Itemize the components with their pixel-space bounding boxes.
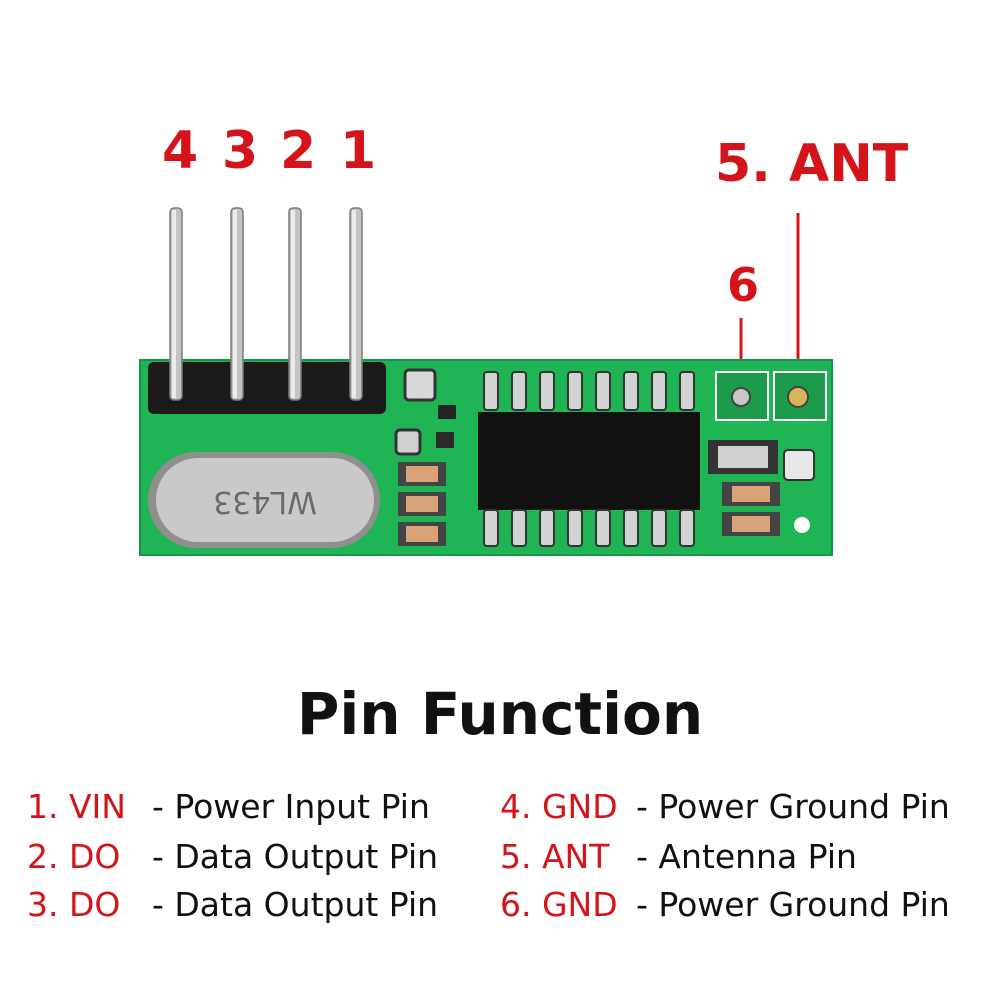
section-title: Pin Function	[296, 680, 704, 748]
crystal-marking: WL433	[213, 484, 317, 519]
legend-desc-row-5: - Antenna Pin	[636, 840, 857, 873]
legend-desc-row-6: - Power Ground Pin	[636, 888, 950, 921]
legend-code-2: 2. DO	[27, 837, 121, 876]
legend-row-1: 1. VIN	[27, 790, 126, 823]
legend-desc-6: - Power Ground Pin	[636, 885, 950, 924]
ic-chip	[478, 371, 700, 547]
legend-desc-row-1: - Power Input Pin	[152, 790, 430, 823]
legend-code-1: 1. VIN	[27, 787, 126, 826]
legend-desc-row-4: - Power Ground Pin	[636, 790, 950, 823]
legend-desc-1: - Power Input Pin	[152, 787, 430, 826]
legend-code-4: 4. GND	[500, 787, 618, 826]
legend-desc-4: - Power Ground Pin	[636, 787, 950, 826]
pin-number-4: 4	[162, 121, 199, 181]
legend-row-6: 6. GND	[500, 888, 618, 921]
ant-label: 5. ANT	[715, 134, 909, 194]
legend-desc-5: - Antenna Pin	[636, 837, 857, 876]
legend-desc-row-3: - Data Output Pin	[152, 888, 438, 921]
pin-6-label: 6	[727, 258, 760, 312]
legend-desc-3: - Data Output Pin	[152, 885, 439, 924]
legend-row-2: 2. DO	[27, 840, 120, 873]
pin-number-3: 3	[222, 121, 259, 181]
legend-code-3: 3. DO	[27, 885, 121, 924]
legend-row-5: 5. ANT	[500, 840, 609, 873]
legend-code-6: 6. GND	[500, 885, 618, 924]
smd-components-right	[708, 440, 815, 536]
smd-components	[394, 368, 456, 546]
pin-header-base	[148, 362, 386, 414]
legend-row-4: 4. GND	[500, 790, 618, 823]
header-pins	[169, 207, 363, 401]
solder-pads	[715, 371, 827, 421]
legend-row-3: 3. DO	[27, 888, 120, 921]
pin-number-2: 2	[280, 121, 317, 181]
legend-desc-2: - Data Output Pin	[152, 837, 439, 876]
legend-desc-row-2: - Data Output Pin	[152, 840, 438, 873]
legend-code-5: 5. ANT	[500, 837, 610, 876]
crystal-oscillator: WL433	[148, 452, 380, 548]
pin-number-1: 1	[340, 121, 377, 181]
receiver-module-illustration: WL433	[139, 207, 833, 556]
